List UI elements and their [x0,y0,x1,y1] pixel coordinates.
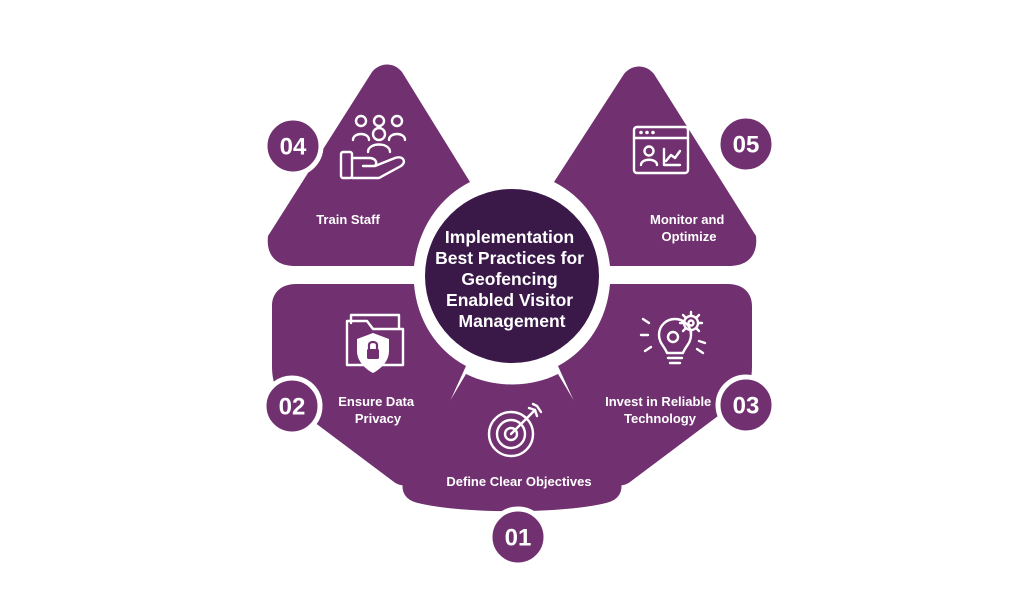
step-04-badge: 04 [262,115,324,177]
petal-02 [272,284,466,486]
step-05-number: 05 [733,132,760,159]
petal-01 [402,374,622,512]
center-title: Implementation Best Practices for Geofen… [435,227,589,331]
folder-lock-shield-icon [345,313,405,373]
step-03-label-line: Technology [624,411,697,426]
dashboard-chart-icon [632,125,690,175]
step-01-label: Define Clear Objectives [446,474,591,489]
step-03-label-line: Invest in Reliable [605,394,711,409]
target-icon [487,402,543,458]
step-01-badge: 01 [487,506,549,568]
center-hub [425,189,599,363]
step-05-label-line: Monitor and [650,212,724,227]
center-title-line: Best Practices for [435,248,584,268]
petal-03 [558,284,752,486]
step-04-number: 04 [280,134,307,161]
step-02-label-line: Privacy [355,411,402,426]
center-title-line: Management [459,311,566,331]
step-02-number: 02 [279,394,306,421]
step-05-label: Monitor and Optimize [650,212,728,244]
group-hand-icon [339,114,407,180]
step-03-badge: 03 [715,374,777,436]
step-04-label: Train Staff [316,212,380,227]
center-title-line: Geofencing [461,269,557,289]
step-04-label-line: Train Staff [316,212,380,227]
step-05-badge: 05 [715,113,777,175]
step-01-number: 01 [505,525,532,552]
step-01-label-line: Define Clear Objectives [446,474,591,489]
center-title-line: Implementation [445,227,574,247]
lightbulb-gears-icon [639,310,707,365]
step-03-number: 03 [733,393,760,420]
petal-05 [554,66,757,266]
step-02-label: Ensure Data Privacy [338,394,418,426]
center-title-line: Enabled Visitor [446,290,573,310]
step-02-badge: 02 [261,375,323,437]
step-03-label: Invest in Reliable Technology [605,394,715,426]
step-05-label-line: Optimize [662,229,717,244]
step-02-label-line: Ensure Data [338,394,415,409]
